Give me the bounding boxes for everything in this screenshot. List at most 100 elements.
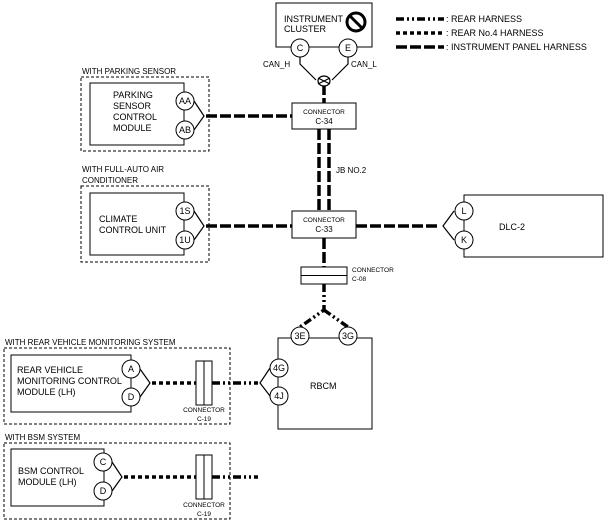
c08-line1: CONNECTOR [352, 267, 394, 274]
connector-c19-bsm: CONNECTOR C-19 [183, 454, 225, 518]
cluster-line1: INSTRUMENT [284, 14, 343, 24]
climate-pin-1u-label: 1U [179, 235, 191, 245]
rvm-group: WITH REAR VEHICLE MONITORING SYSTEM REAR… [3, 338, 231, 425]
bsm-line1: BSM CONTROL [18, 466, 84, 476]
dlc2: DLC-2 L K [454, 194, 604, 258]
climate-pin-1s [175, 201, 195, 221]
bsm-module-box [10, 448, 105, 507]
c34-line1: CONNECTOR [303, 109, 345, 116]
bsm-group: WITH BSM SYSTEM BSM CONTROL MODULE (LH) … [3, 433, 231, 520]
parking-line3: CONTROL [113, 112, 157, 122]
parking-pin-ab-label: AB [179, 125, 191, 135]
parking-sensor-group: WITH PARKING SENSOR PARKING SENSOR CONTR… [80, 67, 210, 152]
connector-c33: CONNECTOR C-33 [291, 210, 357, 239]
jb-label: JB NO.2 [336, 166, 367, 175]
cluster-line2: CLUSTER [284, 24, 327, 34]
cluster-pin-c-label: C [297, 43, 304, 53]
dlc2-pin-k-label: K [461, 235, 467, 245]
connector-c08: CONNECTOR C-08 [300, 266, 394, 285]
climate-pin-1s-label: 1S [179, 206, 190, 216]
dlc2-box [463, 194, 604, 258]
c33-line1: CONNECTOR [303, 217, 345, 224]
parking-module-box [89, 82, 185, 146]
parking-line4: MODULE [113, 123, 152, 133]
cluster-pin-e-label: E [345, 43, 351, 53]
rvm-module-box [10, 354, 132, 413]
dlc2-label: DLC-2 [499, 222, 525, 232]
parking-pin-aa [175, 91, 195, 111]
rvm-group-label: WITH REAR VEHICLE MONITORING SYSTEM [5, 338, 176, 347]
wire-parking-pins [193, 100, 205, 131]
c19a-line2: C-19 [197, 416, 211, 423]
bsm-pin-d-label: D [100, 486, 107, 496]
legend-rear4-text: : REAR No.4 HARNESS [446, 28, 544, 38]
connector-c34: CONNECTOR C-34 [291, 102, 357, 130]
rbcm-pin-4j-label: 4J [274, 391, 284, 401]
parking-group-label: WITH PARKING SENSOR [82, 67, 176, 76]
dlc2-pin-l [454, 201, 474, 221]
parking-pin-aa-label: AA [179, 96, 191, 106]
parking-group-box [80, 76, 210, 152]
legend: : REAR HARNESS : REAR No.4 HARNESS : INS… [396, 14, 587, 52]
climate-group-label2: CONDITIONER [82, 176, 138, 185]
c34-line2: C-34 [315, 117, 333, 126]
rvm-pin-d-label: D [128, 392, 135, 402]
bsm-group-label: WITH BSM SYSTEM [5, 433, 80, 442]
can-h-label: CAN_H [263, 60, 290, 69]
dlc2-pin-l-label: L [461, 206, 466, 216]
instrument-cluster: INSTRUMENT CLUSTER C E CAN_H CAN_L [263, 2, 377, 87]
climate-module-box [89, 192, 185, 256]
c33-box [291, 210, 357, 239]
rbcm: RBCM 3E 3G 4G 4J [269, 326, 373, 430]
bsm-pin-c-label: C [100, 457, 107, 467]
c08-line2: C-08 [352, 276, 366, 283]
rvm-line1: REAR VEHICLE [17, 365, 83, 375]
dlc2-pin-k [454, 230, 474, 250]
parking-line2: SENSOR [113, 101, 152, 111]
rbcm-pin-3g [338, 326, 358, 346]
wire-bsm-pins [111, 461, 123, 492]
parking-pin-ab [175, 120, 195, 140]
wire-rvm-pins [139, 368, 151, 398]
c33-line2: C-33 [315, 225, 333, 234]
rvm-line2: MONITORING CONTROL [17, 376, 122, 386]
legend-ip-text: : INSTRUMENT PANEL HARNESS [446, 42, 587, 52]
rvm-group-box [3, 347, 231, 425]
rvm-pin-d [121, 387, 141, 407]
cluster-pin-e [338, 38, 358, 58]
bsm-group-box [3, 442, 231, 520]
rbcm-pin-4g [269, 358, 289, 378]
c19b-line2: C-19 [197, 511, 211, 518]
climate-group-label1: WITH FULL-AUTO AIR [82, 165, 164, 174]
legend-rear-text: : REAR HARNESS [446, 14, 522, 24]
c34-box [291, 102, 357, 130]
rvm-pin-a [121, 359, 141, 379]
bsm-pin-d [93, 481, 113, 501]
climate-line2: CONTROL UNIT [99, 225, 167, 235]
rbcm-label: RBCM [310, 381, 337, 391]
prohibited-icon [345, 11, 367, 33]
rbcm-pin-3g-label: 3G [342, 331, 354, 341]
twisted-pair-icon [317, 75, 331, 87]
wire-c08-3g [322, 308, 350, 329]
wire-climate-pins [193, 210, 205, 241]
wire-rbcm-pins [259, 367, 271, 397]
climate-pin-1u [175, 230, 195, 250]
wire-c08-3e [298, 284, 326, 329]
rbcm-pin-3e [290, 326, 310, 346]
connector-c19-rvm: CONNECTOR C-19 [183, 360, 225, 423]
cluster-pin-c [290, 38, 310, 58]
bsm-line2: MODULE (LH) [18, 477, 77, 487]
wire-dlc-pins [442, 210, 455, 241]
rbcm-pin-4j [269, 386, 289, 406]
c19a-line1: CONNECTOR [183, 407, 225, 414]
bsm-pin-c [93, 452, 113, 472]
rvm-line3: MODULE (LH) [17, 387, 76, 397]
climate-group: WITH FULL-AUTO AIR CONDITIONER CLIMATE C… [80, 165, 210, 263]
can-l-label: CAN_L [351, 60, 377, 69]
rbcm-box [277, 337, 373, 430]
climate-line1: CLIMATE [99, 214, 137, 224]
c19b-line1: CONNECTOR [183, 502, 225, 509]
wire-can-l [331, 57, 349, 81]
